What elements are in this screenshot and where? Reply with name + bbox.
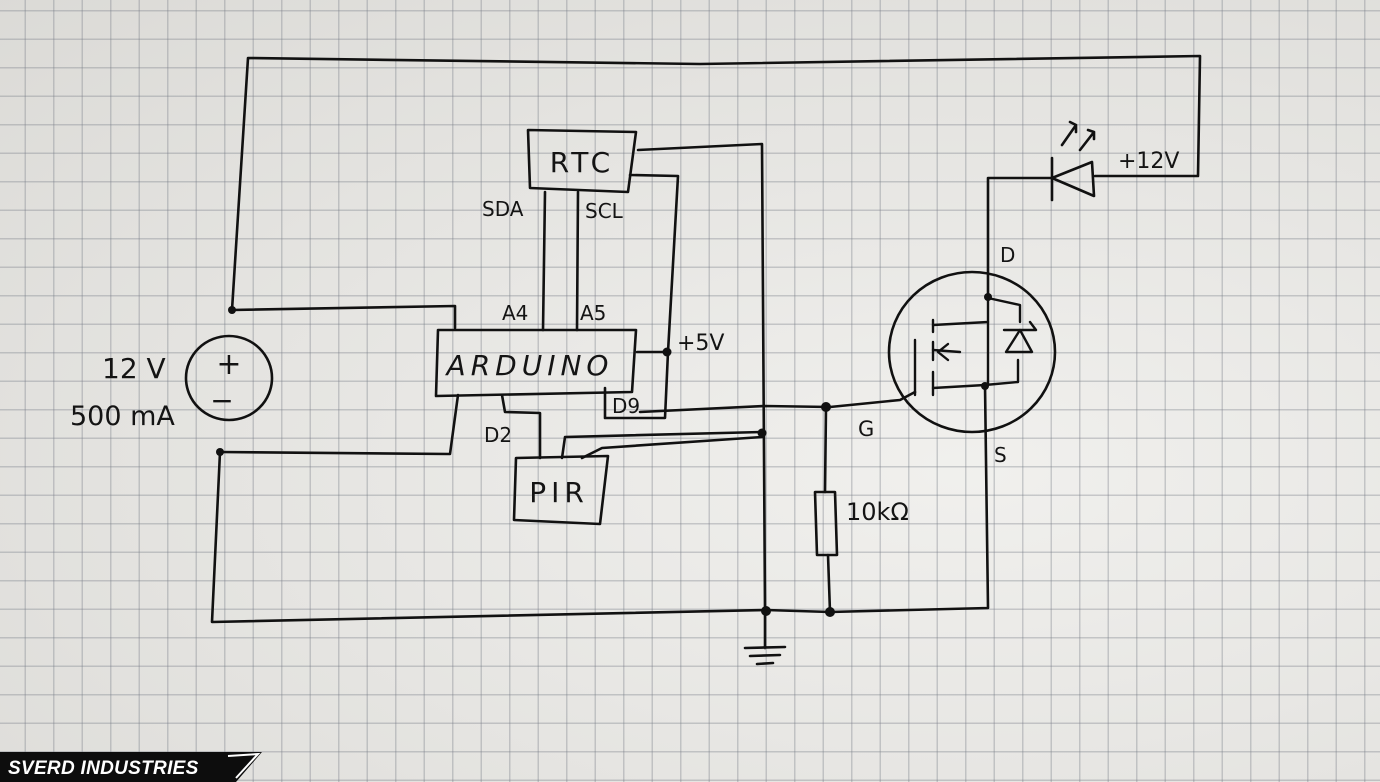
watermark-banner [0, 752, 262, 782]
battery-minus: − [210, 384, 233, 417]
pir-box [512, 454, 610, 526]
battery-circle [184, 334, 274, 422]
wire-rtc-to-ground [636, 142, 767, 612]
led-supply-label: +12V [1118, 149, 1179, 174]
wire-resistor-bottom [826, 553, 832, 614]
arduino-box [434, 328, 638, 398]
d9-label: D9 [612, 394, 640, 418]
wire-rtc-5v [628, 173, 680, 354]
battery-voltage-label: 12 V [102, 352, 166, 385]
wire-top-loop [230, 54, 1202, 312]
mosfet-circle [887, 270, 1057, 434]
pir-label: PIR [529, 476, 589, 509]
wire-ground-rail [210, 383, 990, 624]
a4-label: A4 [502, 301, 528, 325]
resistor-body [813, 490, 839, 557]
scl-label: SCL [585, 199, 624, 223]
resistor-label: 10kΩ [846, 498, 909, 526]
battery-plus: + [216, 347, 241, 382]
junction-dots [216, 293, 992, 617]
wire-pir-supply-1 [560, 430, 764, 460]
plus5v-label: +5V [677, 331, 724, 356]
wire-battery-plus [230, 304, 457, 330]
ground-symbol [743, 610, 787, 666]
wire-pir-supply-2 [580, 435, 764, 460]
gate-label: G [858, 417, 874, 441]
sda-label: SDA [482, 197, 524, 221]
d2-label: D2 [484, 423, 512, 447]
drain-label: D [1000, 243, 1015, 267]
watermark-text: SVERD INDUSTRIES [8, 758, 199, 779]
source-label: S [994, 443, 1007, 467]
led-symbol [1050, 120, 1096, 202]
wire-scl [575, 190, 580, 332]
a5-label: A5 [580, 301, 606, 325]
wire-resistor-top [823, 405, 828, 494]
mosfet-symbol [913, 296, 1038, 397]
wire-5v-d9 [603, 350, 670, 420]
rtc-label: RTC [550, 146, 614, 179]
wire-battery-minus [218, 393, 460, 456]
arduino-label: ARDUINO [445, 349, 614, 382]
watermark-swoosh [227, 752, 261, 779]
rtc-box [526, 128, 638, 194]
wire-sda [541, 190, 547, 332]
wire-led-drain [986, 176, 1054, 300]
wire-d9-gate [638, 390, 917, 414]
wire-d2-pir [500, 393, 542, 460]
battery-current-label: 500 mA [70, 401, 175, 432]
